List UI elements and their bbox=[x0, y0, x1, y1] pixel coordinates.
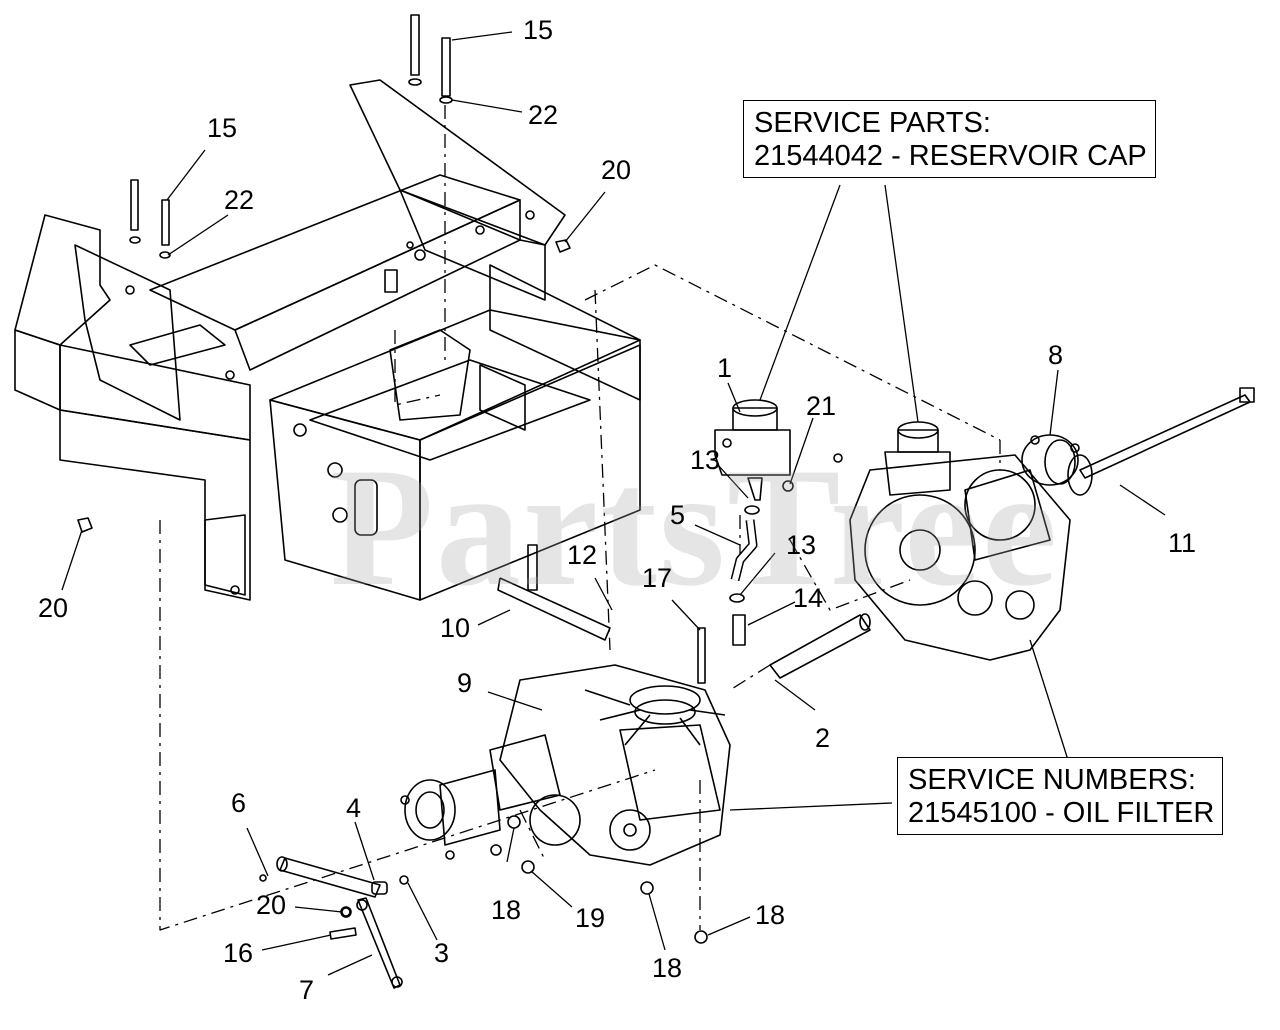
callout-11: 11 bbox=[1168, 528, 1197, 558]
callout-10: 10 bbox=[440, 613, 471, 643]
callout-16: 16 bbox=[223, 938, 254, 968]
hose-and-fittings bbox=[729, 505, 760, 646]
nuts bbox=[341, 453, 843, 944]
service-numbers-box: SERVICE NUMBERS: 21545100 - OIL FILTER bbox=[897, 757, 1224, 835]
reservoir-right bbox=[884, 421, 951, 496]
callout-8: 8 bbox=[1048, 340, 1064, 370]
transaxle-left bbox=[400, 664, 731, 866]
callout-17: 17 bbox=[642, 563, 673, 593]
callout-1: 1 bbox=[717, 353, 733, 383]
callout-18: 18 bbox=[491, 895, 522, 925]
linkage bbox=[259, 856, 409, 989]
service-parts-box: SERVICE PARTS: 21544042 - RESERVOIR CAP bbox=[743, 100, 1156, 178]
callout-18: 18 bbox=[755, 900, 786, 930]
callout-5: 5 bbox=[670, 500, 686, 530]
callout-9: 9 bbox=[457, 668, 473, 698]
service-numbers-title: SERVICE NUMBERS: bbox=[908, 764, 1196, 796]
tube bbox=[769, 613, 871, 679]
reservoir bbox=[714, 399, 791, 501]
callout-7: 7 bbox=[299, 975, 315, 1005]
callout-22: 22 bbox=[528, 100, 559, 130]
callout-19: 19 bbox=[575, 903, 606, 933]
service-parts-line: 21544042 - RESERVOIR CAP bbox=[754, 140, 1147, 172]
leader-lines bbox=[61, 31, 1166, 976]
callout-14: 14 bbox=[793, 583, 824, 613]
long-bolt bbox=[1079, 387, 1255, 479]
callout-18: 18 bbox=[652, 953, 683, 983]
transaxle-right bbox=[849, 434, 1093, 661]
callout-2: 2 bbox=[815, 723, 831, 753]
service-parts-title: SERVICE PARTS: bbox=[754, 107, 991, 139]
callout-20: 20 bbox=[38, 593, 69, 623]
frame-assembly bbox=[14, 79, 641, 601]
callout-13: 13 bbox=[786, 530, 817, 560]
hardware-bolts bbox=[77, 14, 706, 684]
callout-15: 15 bbox=[523, 15, 554, 45]
callout-12: 12 bbox=[567, 540, 598, 570]
callout-3: 3 bbox=[434, 938, 450, 968]
callout-20: 20 bbox=[256, 890, 287, 920]
callout-22: 22 bbox=[224, 185, 255, 215]
callout-6: 6 bbox=[231, 788, 247, 818]
callout-4: 4 bbox=[346, 793, 362, 823]
assembly-centerlines bbox=[159, 105, 1001, 931]
service-numbers-line: 21545100 - OIL FILTER bbox=[908, 797, 1215, 829]
callout-15: 15 bbox=[207, 113, 238, 143]
callout-20: 20 bbox=[601, 155, 632, 185]
callout-13: 13 bbox=[690, 445, 721, 475]
callout-21: 21 bbox=[806, 391, 837, 421]
